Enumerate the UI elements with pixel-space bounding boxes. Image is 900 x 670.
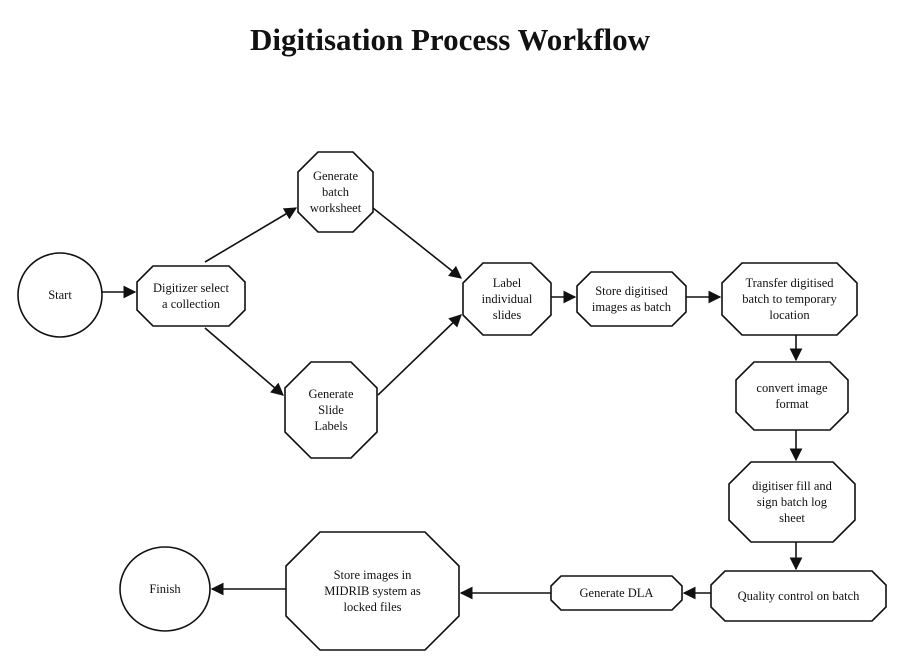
- node-label-line: worksheet: [310, 201, 362, 215]
- node-label-line: Generate DLA: [580, 586, 654, 600]
- arrow-select-collection-to-slide-labels: [204, 327, 284, 396]
- node-label-line: Quality control on batch: [738, 589, 861, 603]
- node-label-line: location: [769, 308, 810, 322]
- node-transfer-batch: Transfer digitised batch to temporary loca…: [721, 262, 858, 336]
- node-convert-format: convert image format: [735, 361, 849, 431]
- node-shape: [710, 570, 887, 622]
- node-shape: [735, 361, 849, 431]
- node-label-line: Finish: [149, 582, 181, 596]
- node-label-line: Generate: [313, 169, 359, 183]
- node-label-line: batch to temporary: [742, 292, 837, 306]
- node-shape: [17, 252, 103, 338]
- node-shape: [136, 265, 246, 327]
- node-quality-control: Quality control on batch: [710, 570, 887, 622]
- node-finish: Finish: [119, 546, 211, 632]
- node-label-line: Start: [48, 288, 72, 302]
- node-shape: [721, 262, 858, 336]
- arrow-slide-labels-to-label-slides: [377, 314, 462, 396]
- node-label-line: sheet: [779, 511, 805, 525]
- node-shape: [550, 575, 683, 611]
- node-label-line: Label: [493, 276, 522, 290]
- node-select-collection: Digitizer select a collection: [136, 265, 246, 327]
- node-label-line: format: [775, 397, 809, 411]
- node-batch-worksheet: Generate batch worksheet: [297, 151, 374, 233]
- arrow-batch-worksheet-to-label-slides: [372, 207, 463, 279]
- node-shape: [462, 262, 552, 336]
- node-generate-dla: Generate DLA: [550, 575, 683, 611]
- node-shape: [576, 271, 687, 327]
- node-label-line: convert image: [756, 381, 828, 395]
- node-store-midrib: Store images in MIDRIB system as locked fi…: [285, 531, 460, 651]
- node-label-line: individual: [482, 292, 533, 306]
- node-label-line: Slide: [318, 403, 344, 417]
- node-shape: [297, 151, 374, 233]
- node-label-line: Store images in: [334, 568, 413, 582]
- node-start: Start: [17, 252, 103, 338]
- node-label-line: sign batch log: [757, 495, 828, 509]
- node-shape: [119, 546, 211, 632]
- node-label-slides: Label individual slides: [462, 262, 552, 336]
- node-label-line: Transfer digitised: [745, 276, 834, 290]
- node-label-line: images as batch: [592, 300, 672, 314]
- node-label-line: Store digitised: [595, 284, 668, 298]
- node-label-line: Labels: [314, 419, 347, 433]
- node-label-line: batch: [322, 185, 350, 199]
- node-label-line: Digitizer select: [153, 281, 230, 295]
- node-log-sheet: digitiser fill and sign batch log sheet: [728, 461, 856, 543]
- node-shape: [728, 461, 856, 543]
- node-label-line: digitiser fill and: [752, 479, 833, 493]
- diagram-title: Digitisation Process Workflow: [249, 22, 651, 57]
- arrow-select-collection-to-batch-worksheet: [204, 207, 298, 263]
- node-shape: [285, 531, 460, 651]
- node-store-batch: Store digitised images as batch: [576, 271, 687, 327]
- node-label-line: slides: [493, 308, 522, 322]
- node-label-line: MIDRIB system as: [324, 584, 421, 598]
- node-label-line: locked files: [344, 600, 402, 614]
- edges-layer: [102, 207, 803, 600]
- node-label-line: a collection: [162, 297, 221, 311]
- node-shape: [284, 361, 378, 459]
- node-label-line: Generate: [308, 387, 354, 401]
